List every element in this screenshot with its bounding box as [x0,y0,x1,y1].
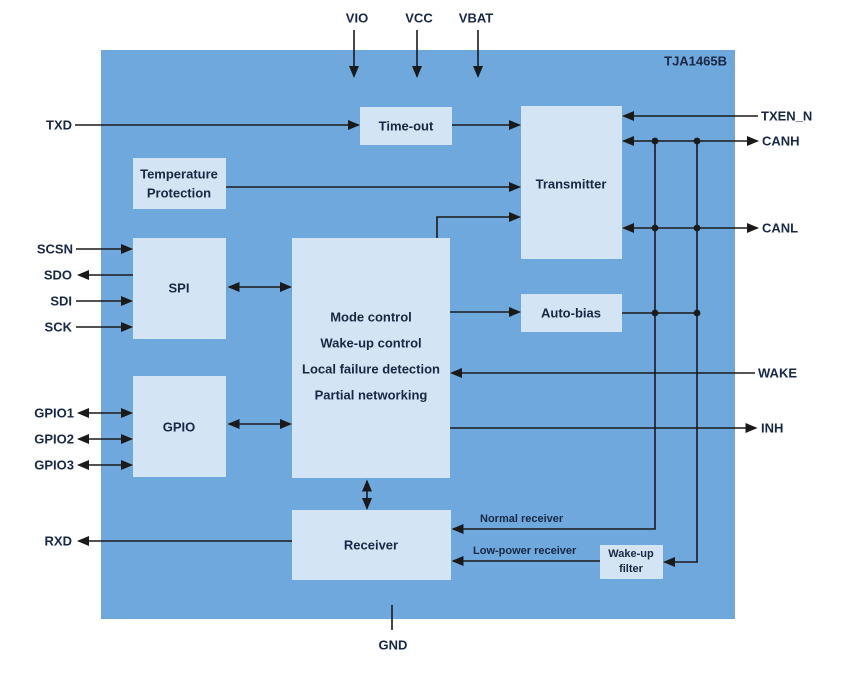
block-spi-label: SPI [169,281,190,296]
pin-label-scsn: SCSN [37,242,73,257]
junction-dot-autobias-1 [651,309,659,317]
block-timeout [360,107,452,145]
wire-normal-receiver [451,141,656,534]
block-wakeup-filter-line2: filter [619,563,644,575]
annotation-low-power-receiver: Low-power receiver [473,545,577,557]
junction-dot-canl-2 [693,224,701,232]
pin-label-gpio1: GPIO1 [34,406,74,421]
pin-label-vbat: VBAT [459,11,493,26]
pin-label-vcc: VCC [405,11,433,26]
annotation-normal-receiver: Normal receiver [480,513,564,525]
block-temperature-protection-line2: Protection [147,186,211,201]
pin-label-sdi: SDI [50,294,72,309]
junction-dot-canh-2 [693,137,701,145]
pin-label-wake: WAKE [758,366,797,381]
wire-bus-wakeupfilter [663,141,698,567]
pin-label-vio: VIO [346,11,368,26]
pin-label-gpio3: GPIO3 [34,458,74,473]
block-wakeup-filter [600,545,663,579]
pin-label-sdo: SDO [44,268,72,283]
pin-label-canl: CANL [762,221,798,236]
chip-name-label: TJA1465B [664,54,727,69]
block-auto-bias [521,294,622,332]
block-transmitter [521,106,622,259]
block-wakeup-filter-line1: Wake-up [608,548,654,560]
pin-label-inh: INH [761,421,783,436]
block-timeout-label: Time-out [379,119,434,134]
block-gpio [133,376,226,477]
block-mode-control-line4: Partial networking [315,388,428,403]
block-mode-control-line2: Wake-up control [320,336,421,351]
block-transmitter-label: Transmitter [536,177,607,192]
block-receiver [292,510,451,580]
pin-label-rxd: RXD [45,534,72,549]
block-mode-control-line3: Local failure detection [302,362,440,377]
wire-modecontrol-transmitter [436,212,521,238]
junction-dot-canl-1 [651,224,659,232]
pin-label-txen-n: TXEN_N [761,109,812,124]
pin-label-sck: SCK [45,320,73,335]
block-mode-control-line1: Mode control [330,310,412,325]
junction-dot-canh-1 [651,137,659,145]
junction-dot-autobias-2 [693,309,701,317]
block-spi [133,238,226,339]
pin-label-gpio2: GPIO2 [34,432,74,447]
pin-label-gnd: GND [379,638,408,653]
block-gpio-label: GPIO [163,420,196,435]
block-receiver-label: Receiver [344,538,398,553]
block-auto-bias-label: Auto-bias [541,306,601,321]
block-temperature-protection-line1: Temperature [140,167,218,182]
block-mode-control [292,238,450,478]
pin-label-canh: CANH [762,134,800,149]
pin-label-txd: TXD [46,118,72,133]
block-temperature-protection [133,158,226,209]
